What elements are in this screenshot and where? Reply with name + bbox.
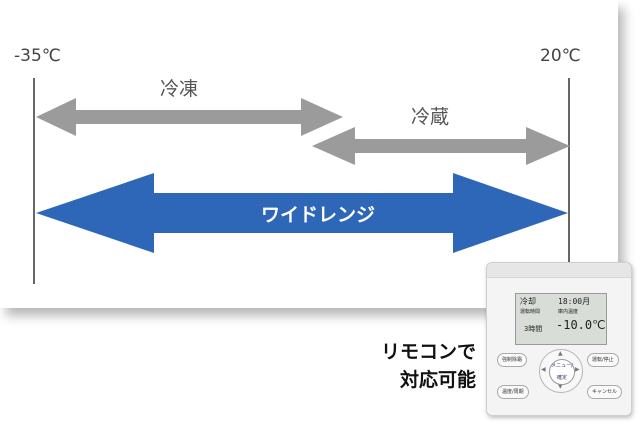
refrigerate-range-arrow [312, 127, 570, 165]
menu-confirm-button: メニュー/確定 [549, 359, 575, 385]
caption-line-1: リモコンで [380, 341, 476, 363]
max-temp-label: 20℃ [540, 46, 581, 66]
cancel-button: キャンセル [587, 385, 623, 399]
freeze-range-arrow [36, 98, 343, 136]
temp-cycle-button: 温度/周期 [497, 385, 529, 399]
wide-range-arrow [36, 173, 568, 253]
remote-top-bar [487, 263, 631, 278]
remote-caption: リモコンで 対応可能 [352, 338, 476, 394]
remote-controller-image: 冷却 18:00月 運転時間 庫内温度 3時間 -10.0℃ 強制除霜 運転/停… [486, 262, 632, 416]
dial-right-icon: ▶ [575, 366, 580, 373]
dial-up-icon: ▲ [558, 350, 563, 357]
lcd-setpoint: -10.0℃ [556, 318, 606, 332]
lcd-mode: 冷却 [520, 297, 536, 306]
diagram-panel: -35℃ 20℃ 冷凍 冷蔵 ワイドレンジ [14, 46, 581, 284]
min-temp-line [33, 78, 35, 284]
lcd-hours: 3時間 [524, 325, 543, 333]
freeze-label: 冷凍 [160, 78, 199, 100]
wide-range-label: ワイドレンジ [260, 204, 375, 226]
max-temp-line [568, 78, 570, 284]
refrigerate-label: 冷蔵 [411, 106, 450, 128]
dial-left-icon: ◀ [541, 366, 546, 373]
lcd-sub-label-2: 庫内温度 [558, 309, 579, 315]
dial-down-icon: ▼ [558, 383, 563, 390]
lcd-sub-label-1: 運転時間 [520, 309, 541, 315]
remote-lcd: 冷却 18:00月 運転時間 庫内温度 3時間 -10.0℃ [515, 293, 607, 345]
lcd-time: 18:00月 [558, 297, 591, 306]
navigation-dial: ▲ ▼ ◀ ▶ メニュー/確定 [539, 349, 583, 393]
arrows-graphic [36, 98, 570, 253]
caption-line-2: 対応可能 [399, 369, 476, 391]
defrost-button: 強制除霜 [497, 353, 528, 367]
min-temp-label: -35℃ [14, 46, 61, 66]
run-stop-button: 運転/停止 [587, 353, 619, 367]
